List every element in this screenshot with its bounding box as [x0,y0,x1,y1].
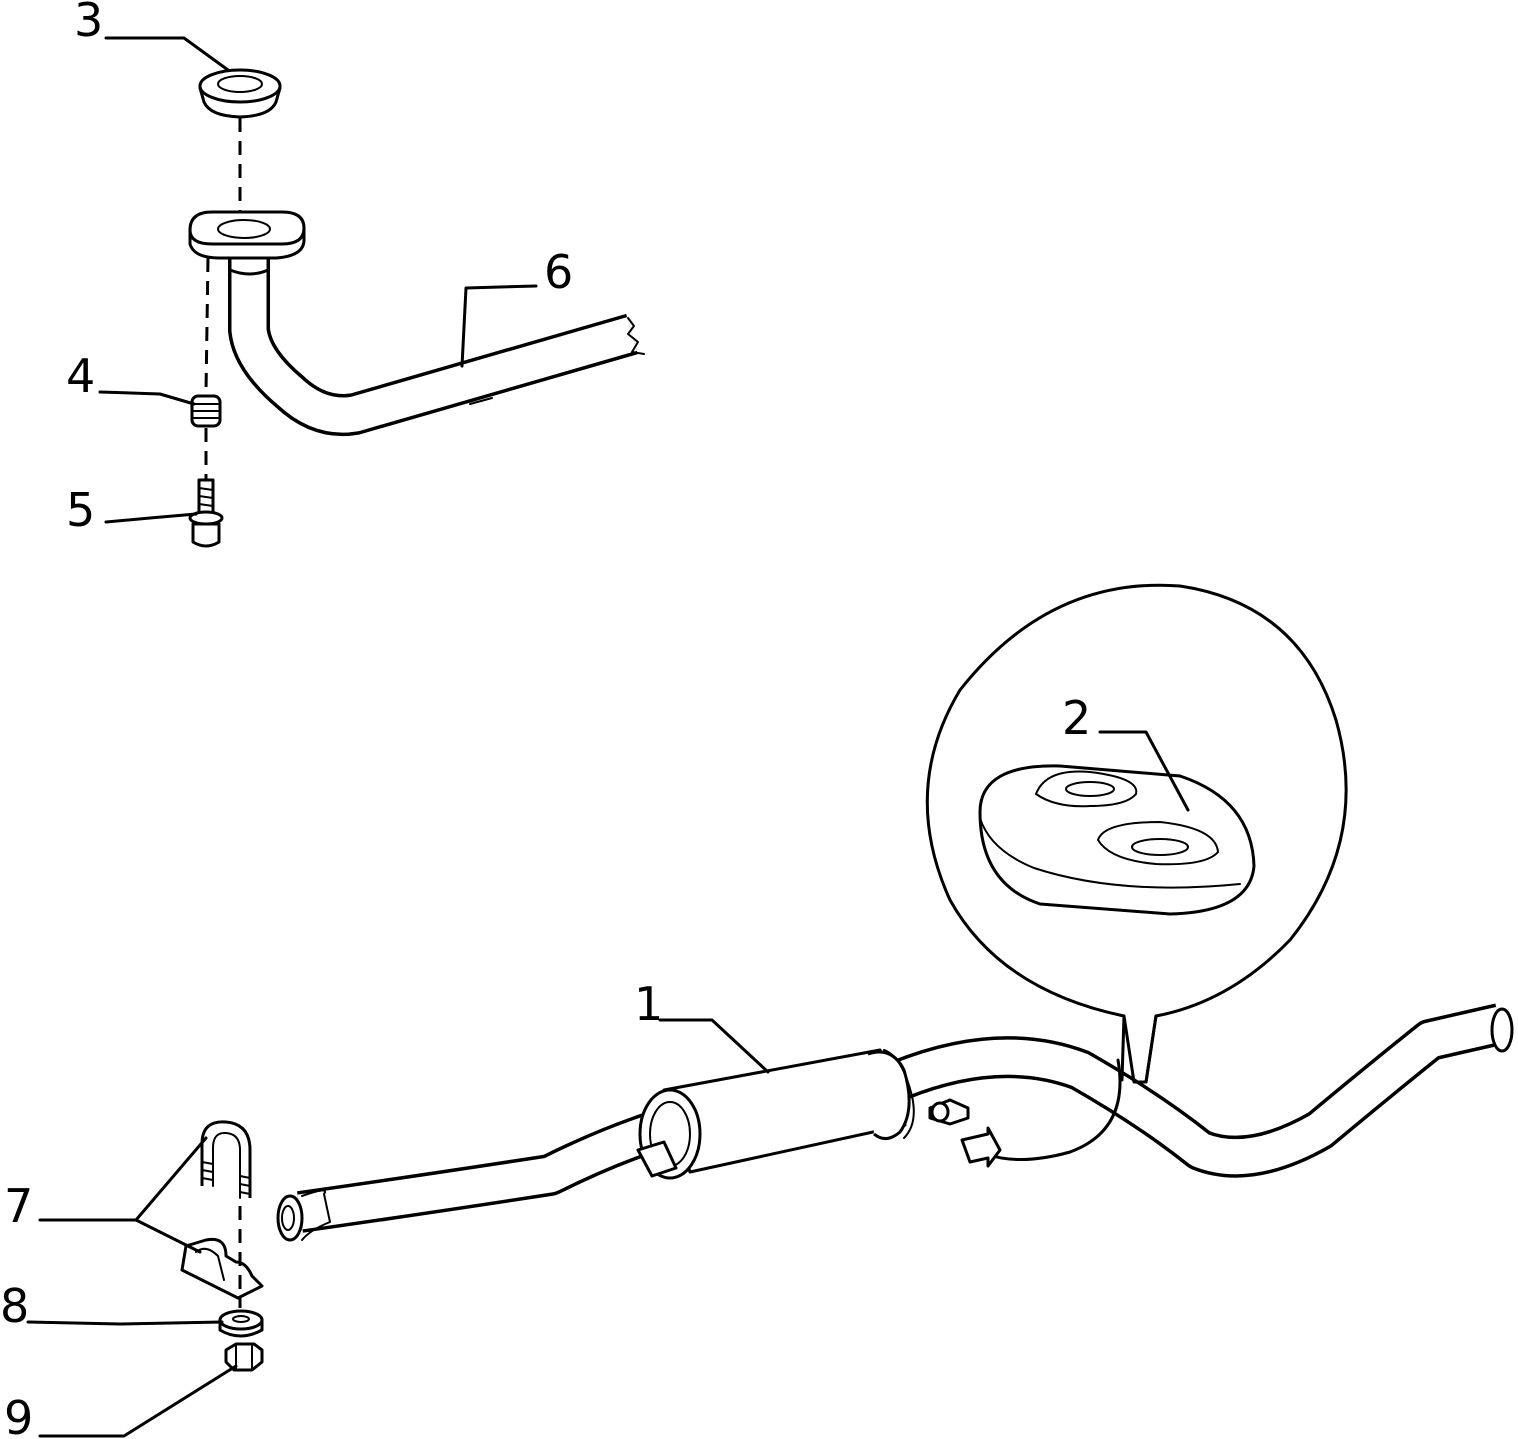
alignment-line-spacer [204,257,210,393]
leader-lines [26,36,1190,1438]
leader-line-2 [1098,730,1190,812]
leader-line-7a [38,1136,208,1222]
callout-1: 1 [634,977,663,1031]
spacer-sleeve-part [190,394,222,428]
gasket-ring-part [198,68,282,119]
front-exhaust-pipe-part [188,210,645,436]
leader-line-7b [134,1218,202,1254]
u-bolt-clamp-part [180,1120,264,1300]
callout-5: 5 [66,483,95,537]
callout-4: 4 [66,349,95,403]
callout-3: 3 [74,0,103,47]
callout-9: 9 [4,1391,33,1439]
leader-line-1 [658,1018,770,1074]
callout-2: 2 [1062,691,1091,745]
callout-8: 8 [0,1279,29,1333]
hanger-detail-bubble [925,583,1348,1084]
callout-7: 7 [4,1179,33,1233]
callout-labels: 3 6 4 5 2 1 7 8 9 [0,0,1091,1439]
callout-6: 6 [544,245,573,299]
rear-muffler-assembly-part [276,1003,1514,1242]
leader-line-3 [104,36,230,72]
bolt-part [188,478,224,548]
nut-part [224,1342,264,1372]
washer-part [218,1309,264,1338]
leader-line-4 [98,390,196,406]
leader-line-6 [460,284,538,368]
leader-line-5 [104,512,198,524]
leader-line-9 [38,1364,238,1438]
leader-line-8 [26,1320,224,1326]
